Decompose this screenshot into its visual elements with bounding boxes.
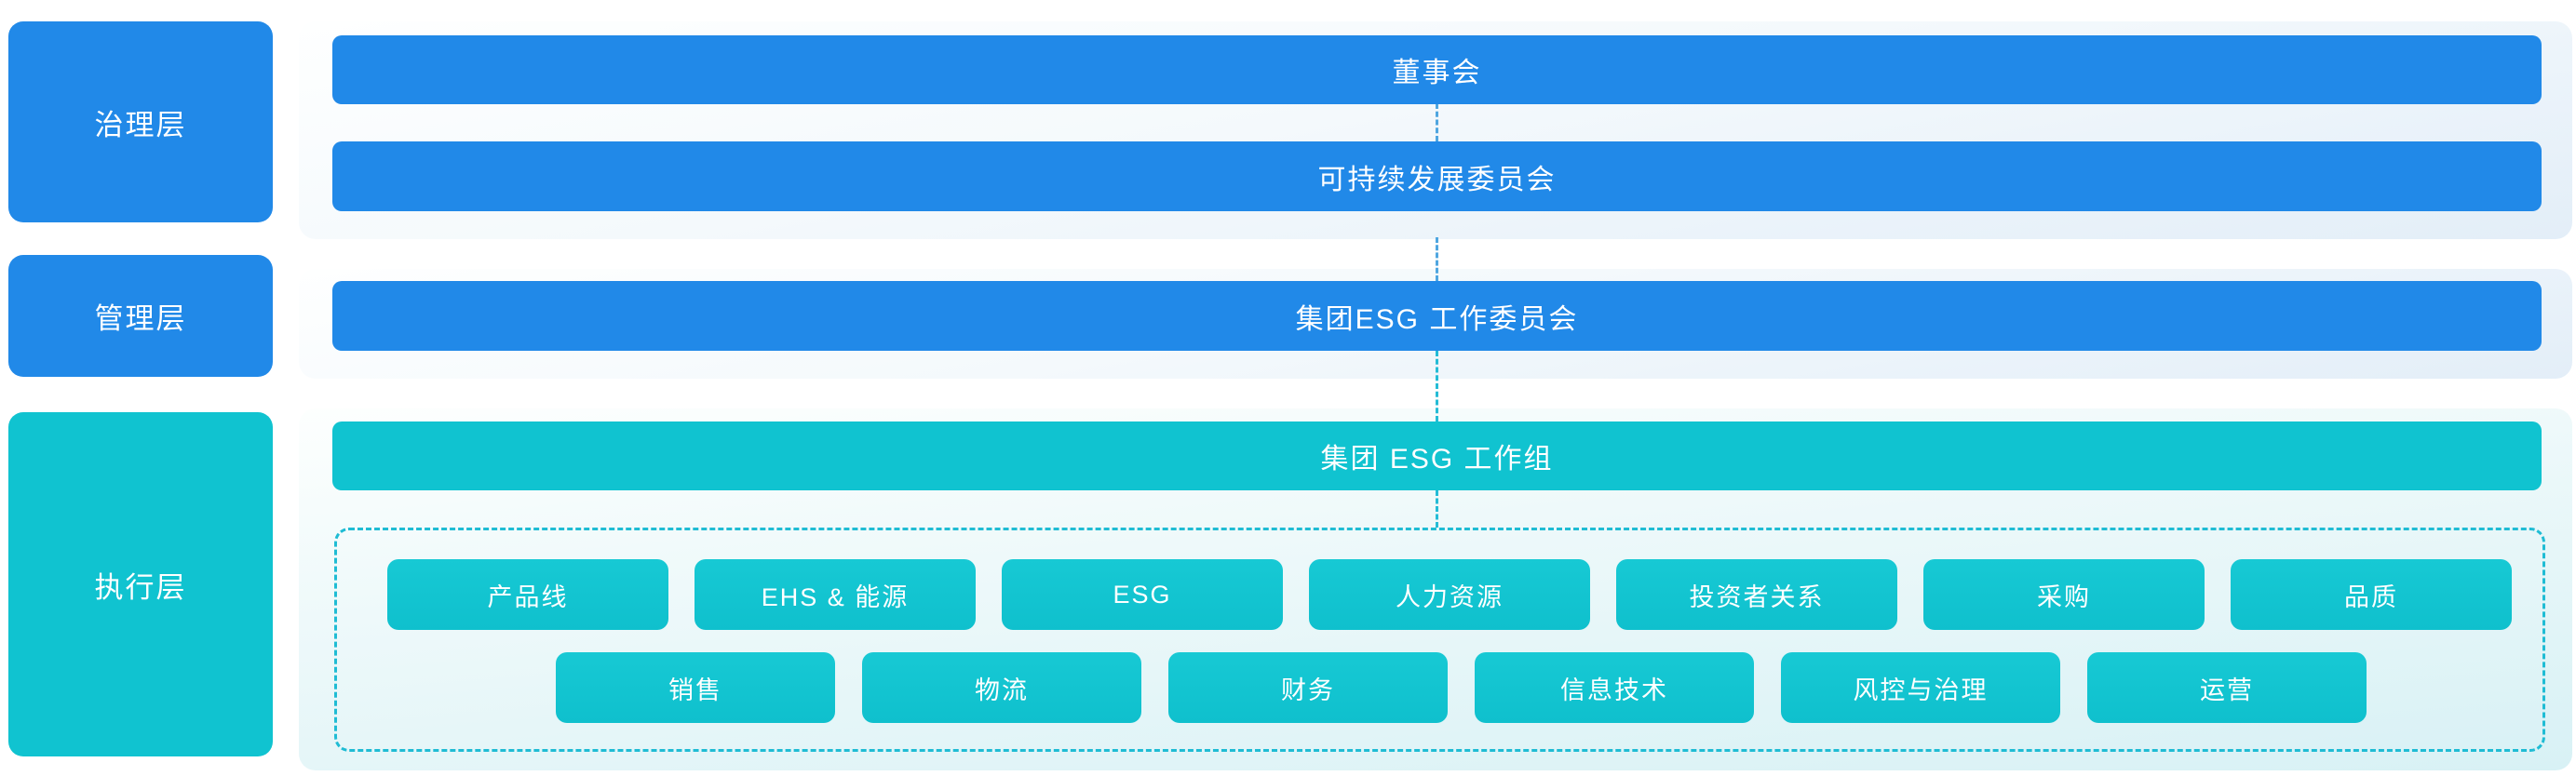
sustainability-committee-label: 可持续发展委员会 — [1317, 164, 1557, 195]
dept-investor-relations-label: 投资者关系 — [1689, 582, 1825, 611]
board-of-directors-label: 董事会 — [1392, 58, 1482, 88]
connector-dashed-line-4 — [1436, 490, 1438, 528]
dept-quality-label: 品质 — [2344, 582, 2398, 611]
dept-operations-label: 运营 — [2200, 676, 2254, 704]
connector-dashed-line-1 — [1436, 103, 1438, 141]
board-of-directors-bar: 董事会 — [332, 35, 2542, 104]
level-box-execution: 执行层 — [8, 412, 273, 756]
dept-human-resources: 人力资源 — [1309, 559, 1590, 630]
dept-ehs-energy: EHS & 能源 — [695, 559, 976, 630]
dept-information-technology-label: 信息技术 — [1560, 676, 1668, 704]
dept-sales: 销售 — [556, 652, 835, 723]
level-label-execution: 执行层 — [94, 570, 187, 604]
dept-information-technology: 信息技术 — [1475, 652, 1754, 723]
connector-dashed-line-3 — [1436, 351, 1438, 421]
dept-product-line: 产品线 — [387, 559, 668, 630]
departments-row-2: 销售 物流 财务 信息技术 风控与治理 运营 — [337, 652, 2367, 723]
dept-esg-label: ESG — [1113, 580, 1172, 609]
dept-procurement-label: 采购 — [2037, 582, 2091, 611]
dept-logistics: 物流 — [862, 652, 1141, 723]
group-esg-working-group-label: 集团 ESG 工作组 — [1320, 444, 1554, 475]
level-label-management: 管理层 — [94, 302, 187, 335]
dept-sales-label: 销售 — [668, 676, 722, 704]
dept-esg: ESG — [1002, 559, 1283, 630]
departments-dashed-panel: 产品线 EHS & 能源 ESG 人力资源 投资者关系 采购 品质 销售 物流 … — [334, 528, 2545, 752]
group-esg-working-committee-bar: 集团ESG 工作委员会 — [332, 281, 2542, 351]
group-esg-working-group-bar: 集团 ESG 工作组 — [332, 421, 2542, 490]
departments-row-1: 产品线 EHS & 能源 ESG 人力资源 投资者关系 采购 品质 — [337, 559, 2512, 630]
dept-finance-label: 财务 — [1281, 676, 1335, 704]
dept-finance: 财务 — [1168, 652, 1448, 723]
level-label-governance: 治理层 — [94, 108, 187, 141]
connector-dashed-line-2 — [1436, 237, 1438, 281]
dept-product-line-label: 产品线 — [487, 582, 569, 611]
dept-operations: 运营 — [2087, 652, 2367, 723]
dept-risk-and-governance-label: 风控与治理 — [1853, 676, 1989, 704]
level-box-management: 管理层 — [8, 255, 273, 377]
dept-human-resources-label: 人力资源 — [1396, 582, 1504, 611]
level-box-governance: 治理层 — [8, 21, 273, 222]
dept-procurement: 采购 — [1923, 559, 2205, 630]
group-esg-working-committee-label: 集团ESG 工作委员会 — [1295, 303, 1579, 335]
dept-investor-relations: 投资者关系 — [1616, 559, 1897, 630]
dept-quality: 品质 — [2231, 559, 2512, 630]
dept-risk-and-governance: 风控与治理 — [1781, 652, 2060, 723]
sustainability-committee-bar: 可持续发展委员会 — [332, 141, 2542, 211]
dept-ehs-energy-label: EHS & 能源 — [761, 582, 910, 611]
dept-logistics-label: 物流 — [975, 676, 1029, 704]
